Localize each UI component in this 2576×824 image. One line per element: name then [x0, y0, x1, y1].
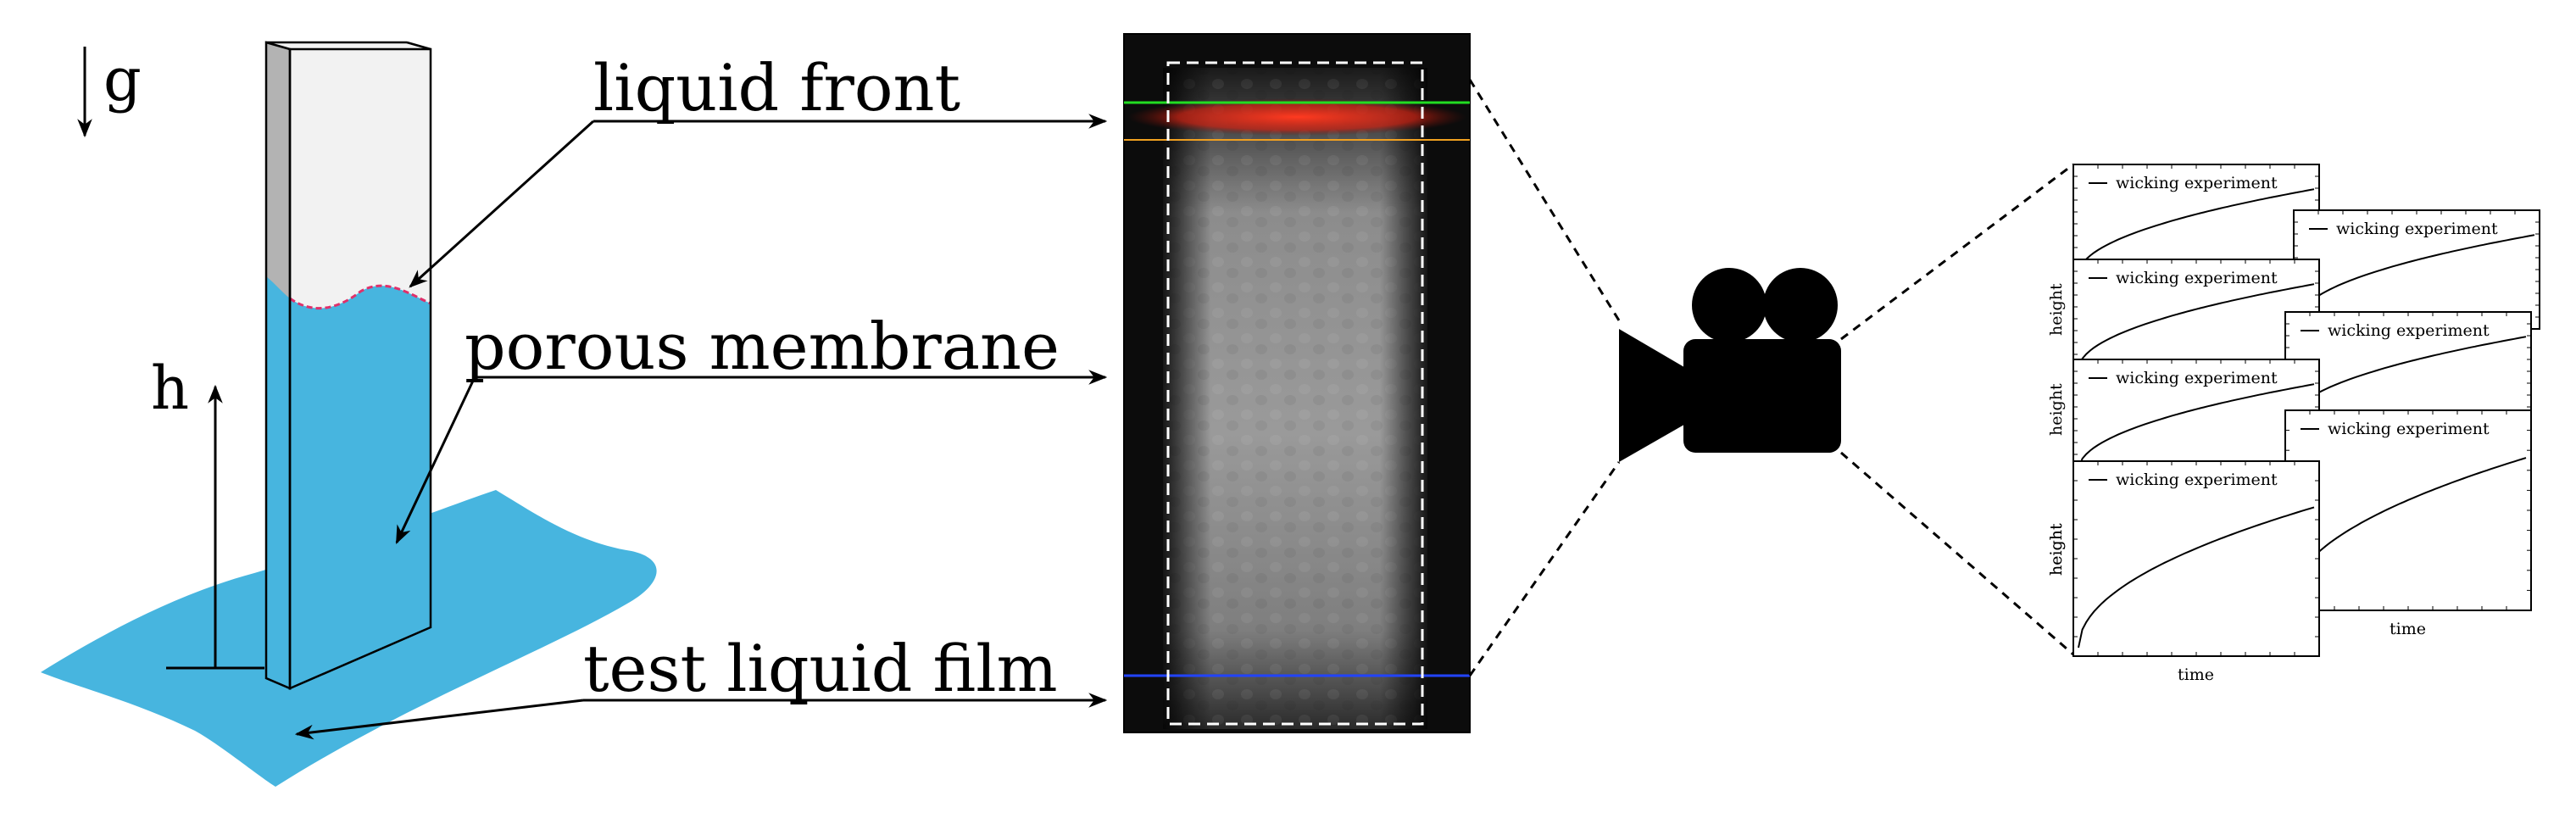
plot-curve [2289, 457, 2527, 603]
plot-panel: wicking experiment height time [2047, 460, 2320, 684]
projection-lines-camera-plots [1840, 163, 2074, 656]
plot-curve [2078, 506, 2315, 649]
projection-lines-photo-camera [1468, 79, 1621, 676]
plot-x-label: time [2178, 665, 2214, 684]
plot-legend-label: wicking experiment [2336, 220, 2498, 238]
label-test-liquid-film: test liquid film [583, 631, 1058, 706]
plot-curve [2298, 234, 2535, 321]
gravity-symbol: g [103, 45, 142, 114]
plot-curve [2078, 188, 2315, 276]
plot-panel: wicking experiment [2293, 209, 2540, 330]
photo-front-glow [1127, 98, 1466, 136]
height-symbol: h [151, 354, 189, 423]
plot-y-label: height [2047, 283, 2066, 336]
gravity-indicator: g [77, 45, 142, 138]
label-porous-membrane: porous membrane [465, 309, 1060, 384]
arrow-front-to-sketch [409, 120, 595, 288]
plot-panel: wicking experiment height [2047, 359, 2320, 479]
arrow-film-to-sketch [294, 699, 584, 740]
plot-y-label: height [2047, 523, 2066, 576]
callouts: liquid front porous membrane test liquid… [294, 50, 1108, 740]
plot-legend-label: wicking experiment [2328, 420, 2490, 438]
plot-panel: wicking experiment time [2284, 409, 2532, 638]
plot-legend-label: wicking experiment [2116, 369, 2278, 387]
video-camera-icon [1619, 268, 1841, 462]
photo-roi-box [1166, 61, 1424, 726]
plot-curve [2078, 383, 2315, 470]
membrane-liquid-front-line [289, 284, 431, 310]
plot-y-label: height [2047, 523, 2066, 576]
plot-legend-label: wicking experiment [2116, 174, 2278, 192]
label-liquid-front: liquid front [593, 50, 960, 125]
plot-frame [2072, 460, 2320, 657]
membrane-side-wetted-region [266, 276, 290, 688]
plot-frame [2072, 359, 2320, 479]
membrane-photograph [1123, 33, 1471, 733]
height-indicator: h [151, 354, 264, 670]
membrane-wetted-region [290, 286, 431, 688]
plot-frame [2293, 209, 2540, 330]
plot-legend-label: wicking experiment [2116, 470, 2278, 489]
plot-x-label: time [2390, 620, 2426, 638]
plot-frame [2284, 409, 2532, 611]
membrane-sketch: g h [41, 41, 657, 787]
plot-legend-label: wicking experiment [2328, 321, 2490, 340]
plot-legend-label: wicking experiment [2116, 269, 2278, 287]
plot-curve [2078, 283, 2315, 370]
plot-y-label: height [2047, 383, 2066, 436]
plot-curve [2289, 336, 2527, 423]
arrow-membrane-to-sketch [395, 376, 476, 544]
